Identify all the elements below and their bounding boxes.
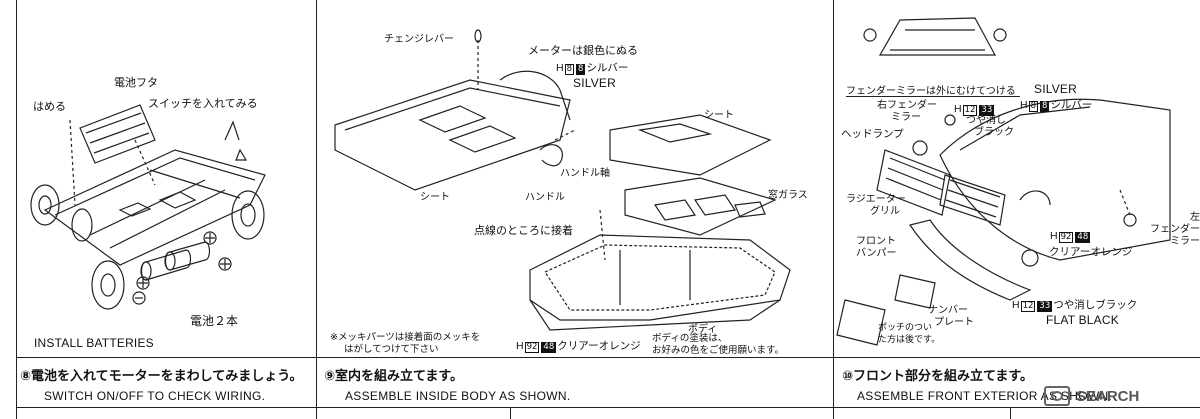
seat-label-left: シート [420, 192, 450, 203]
front-bumper-1: フロント [856, 236, 896, 247]
window-glass-label: 窓ガラス [768, 190, 808, 201]
radiator-grille-2: グリル [870, 206, 900, 217]
watermark-logo-icon [1044, 386, 1070, 406]
paint-number-box-2: 33 [1037, 301, 1053, 312]
matte-jp-2: ブラック [974, 127, 1014, 138]
battery-cover-label: 電池フタ [114, 76, 158, 89]
handle-label: ハンドル [525, 192, 565, 203]
paint-number-box: 92 [1058, 232, 1074, 243]
front-bumper-2: バンパー [856, 248, 897, 259]
interior-illustration [334, 29, 791, 331]
fender-mirror-note: フェンダーミラーは外にむけてつける [846, 86, 1016, 97]
paint-number-box-2: 33 [979, 105, 995, 116]
headlamp-label: ヘッドランプ [841, 128, 904, 140]
step-10-title: ⑩フロント部分を組み立てます。 [842, 369, 1034, 384]
stud-note: ポッチのつい た方は後です。 [878, 322, 940, 346]
paint-name-jp: つや消しブラック [1053, 299, 1138, 311]
left-fender-mirror-3: ミラー [1170, 236, 1200, 247]
paint-name-jp: クリアーオレンジ [557, 340, 641, 352]
caption-divider [16, 357, 1200, 358]
stud-note-2: た方は後です。 [878, 335, 941, 345]
meter-paint-label: メーターは銀色にぬる [528, 44, 638, 57]
number-plate-2: プレート [934, 317, 974, 328]
matte-black-label: つや消し ブラック [966, 115, 1014, 139]
switch-on-label: スイッチを入れてみる [148, 97, 258, 110]
bottom-divider [16, 407, 1200, 408]
plating-note-2: はがしてつけて下さい [344, 344, 439, 355]
insert-label: はめる [33, 100, 66, 113]
watermark: SEARCH [1044, 386, 1139, 406]
seat-label-right: シート [704, 110, 734, 121]
step-9-subtitle: ASSEMBLE INSIDE BODY AS SHOWN. [345, 389, 571, 403]
step-8-subtitle: SWITCH ON/OFF TO CHECK WIRING. [44, 389, 266, 403]
body-paint-note-1: ボディの塗装は、 [652, 333, 728, 344]
paint-name-jp: シルバー [586, 62, 629, 74]
body-paint-note-2: お好みの色をご使用願います。 [652, 345, 785, 356]
handle-shaft-label: ハンドル軸 [560, 168, 610, 179]
stud-note-1: ポッチのつい [878, 323, 933, 333]
left-fender-mirror-2: フェンダー [1150, 224, 1200, 235]
paint-number-box-2: 8 [576, 64, 586, 75]
body-label: ボディ [688, 324, 718, 335]
bottom-tick-1 [510, 407, 511, 419]
paint-letter: H [516, 340, 524, 352]
clear-orange-label: クリアーオレンジ [1049, 246, 1133, 258]
install-batteries-label: INSTALL BATTERIES [34, 336, 154, 350]
batteries-label: 電池２本 [190, 314, 239, 328]
bottom-tick-2 [1010, 407, 1011, 419]
plating-note-1: ※メッキパーツは接着面のメッキを [330, 332, 481, 343]
paint-number-box-2: 48 [1075, 232, 1091, 243]
paint-number-box: 8 [1028, 101, 1039, 112]
paint-letter: H [954, 103, 962, 115]
paint-number-box-2: 48 [541, 342, 557, 353]
fender-note-underline [846, 96, 1020, 97]
paint-number-box: 12 [1020, 301, 1036, 312]
number-plate-1: ナンバー [928, 305, 968, 316]
plating-note: ※メッキパーツは接着面のメッキを はがしてつけて下さい [330, 332, 480, 356]
front-bumper-label: フロント バンパー [856, 236, 897, 260]
left-fender-mirror-1: 左 [1190, 212, 1200, 223]
radiator-grille-label: ラジエーター グリル [846, 194, 906, 218]
step-10-subtitle: ASSEMBLE FRONT EXTERIOR AS SHOWN. [857, 389, 1113, 403]
right-fender-mirror-label: 右フェンダー ミラー [877, 100, 937, 124]
silver-en-label: SILVER [1034, 82, 1077, 96]
matte-jp-1: つや消し [966, 115, 1006, 126]
paint-number-box: 8 [564, 64, 575, 75]
number-plate-label: ナンバー プレート [928, 305, 974, 329]
paint-number-box: 92 [524, 342, 540, 353]
flat-black-label: FLAT BLACK [1046, 313, 1119, 327]
paint-number-box-2: 8 [1040, 101, 1050, 112]
body-paint-note: ボディの塗装は、 お好みの色をご使用願います。 [652, 333, 784, 357]
right-fender-mirror-1: 右フェンダー [877, 100, 937, 111]
radiator-grille-1: ラジエーター [846, 194, 906, 205]
glue-dotted-label: 点線のところに接着 [474, 224, 573, 237]
paint-name-jp: シルバー [1050, 99, 1093, 111]
left-border [16, 0, 17, 419]
step-8-title: ⑧電池を入れてモーターをまわしてみましょう。 [20, 369, 303, 384]
gear-lever-label: チェンジレバー [384, 34, 454, 45]
step-9-title: ⑨室内を組み立てます。 [324, 369, 464, 384]
silver-en-label: SILVER [573, 76, 616, 90]
front-exterior-illustration [836, 17, 1171, 346]
panel-divider-1 [316, 0, 317, 419]
panel-divider-2 [833, 0, 834, 419]
paint-letter: H [556, 62, 564, 74]
paint-letter: H [1012, 299, 1020, 311]
watermark-text: SEARCH [1076, 387, 1140, 405]
paint-number-box: 12 [962, 105, 978, 116]
right-fender-mirror-2: ミラー [891, 112, 921, 123]
left-fender-mirror-label: 左 フェンダー ミラー [1150, 212, 1200, 248]
paint-letter: H [1020, 99, 1028, 111]
chassis-illustration [30, 104, 266, 310]
paint-letter: H [1050, 230, 1058, 242]
